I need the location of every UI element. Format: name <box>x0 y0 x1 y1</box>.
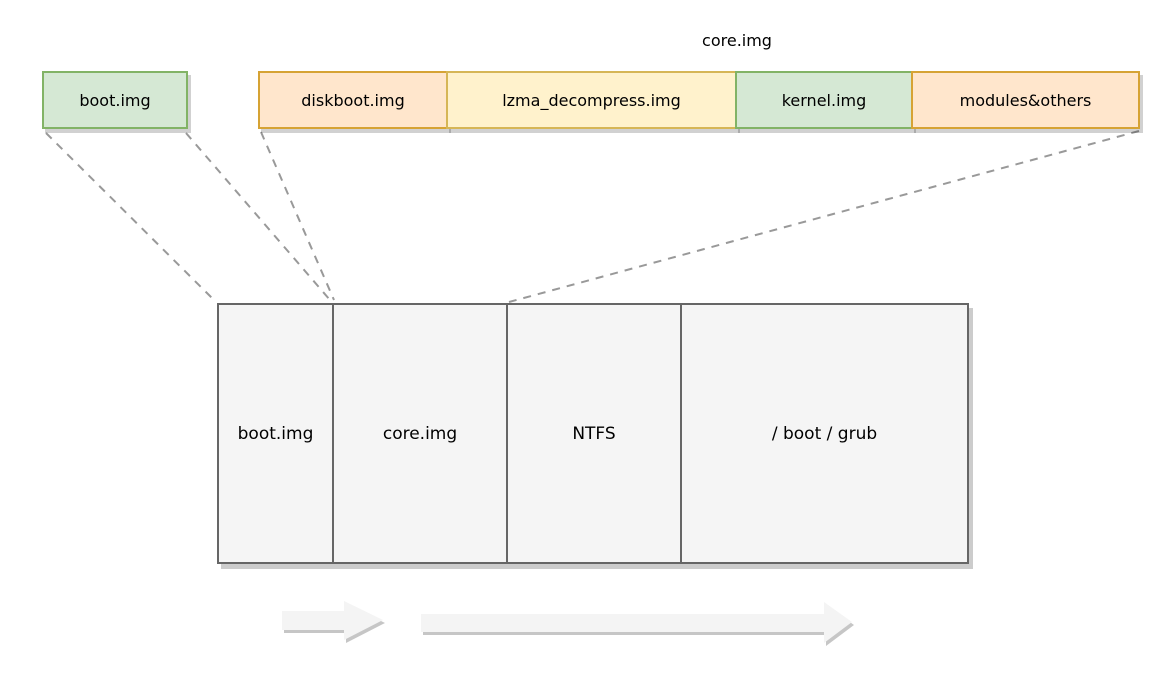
disk-section-ntfs-label: NTFS <box>572 423 616 444</box>
segment-kernel: kernel.img <box>735 71 913 129</box>
core-img-title: core.img <box>702 31 772 50</box>
disk-section-boot-grub: / boot / grub <box>682 305 967 562</box>
segment-kernel-label: kernel.img <box>781 90 867 110</box>
core-img-bar: diskboot.img lzma_decompress.img kernel.… <box>258 71 1140 129</box>
segment-modules-others: modules&others <box>911 71 1140 129</box>
segment-lzma-decompress: lzma_decompress.img <box>446 71 737 129</box>
disk-section-bootimg-label: boot.img <box>237 423 314 444</box>
disk-section-coreimg-label: core.img <box>382 423 458 444</box>
flow-arrow-short-shadow <box>284 604 385 643</box>
connector-corebar-left <box>260 131 335 301</box>
connector-bootimg-left <box>45 132 215 301</box>
disk-layout-rect: boot.img core.img NTFS / boot / grub <box>217 303 969 564</box>
boot-img-box-label: boot.img <box>79 90 151 110</box>
disk-section-ntfs: NTFS <box>508 305 682 562</box>
disk-section-bootimg: boot.img <box>219 305 334 562</box>
boot-img-box: boot.img <box>42 71 188 129</box>
disk-section-boot-grub-label: / boot / grub <box>771 423 878 444</box>
segment-diskboot-label: diskboot.img <box>301 90 405 110</box>
flow-arrow-long-shadow <box>423 605 854 646</box>
flow-arrow-long-icon <box>421 602 852 643</box>
connector-bootimg-right <box>185 132 331 301</box>
segment-modules-others-label: modules&others <box>959 90 1092 110</box>
segment-diskboot: diskboot.img <box>258 71 448 129</box>
flow-arrow-short-icon <box>282 601 383 640</box>
connector-corebar-right <box>508 130 1140 303</box>
segment-lzma-decompress-label: lzma_decompress.img <box>502 90 681 110</box>
disk-section-coreimg: core.img <box>334 305 508 562</box>
